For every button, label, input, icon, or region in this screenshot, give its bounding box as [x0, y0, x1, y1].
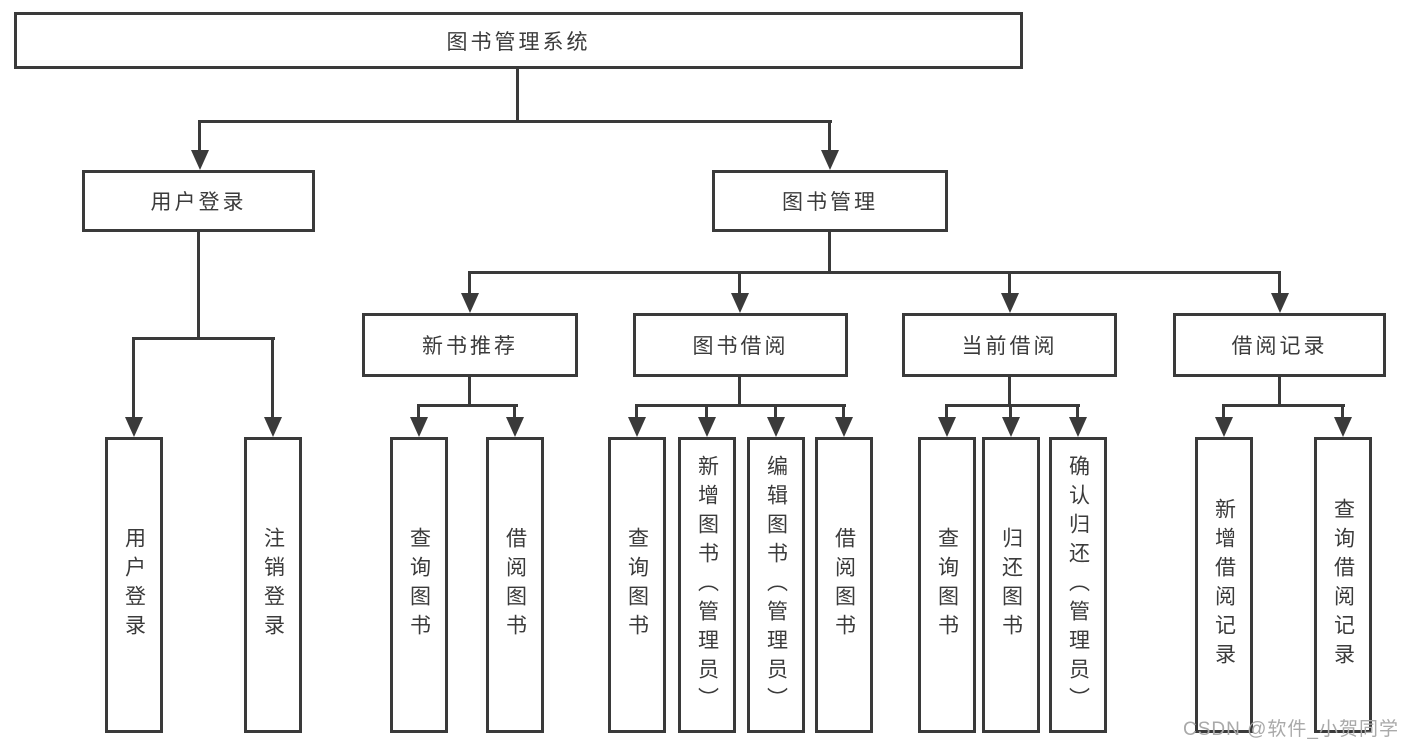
- leaf-label: 新增借阅记录: [1212, 498, 1236, 672]
- node-leaf-add-books-admin: 新增图书（管理员）: [678, 437, 736, 733]
- connector-root-stem: [516, 69, 519, 122]
- node-leaf-query-books: 查询图书: [390, 437, 448, 733]
- arrow-down-icon: [264, 337, 282, 437]
- arrow-down-icon: [938, 404, 956, 437]
- connector-group-rail: [1222, 404, 1345, 407]
- leaf-label: 归还图书: [999, 527, 1023, 643]
- arrow-down-icon: [1001, 271, 1019, 313]
- node-leaf-return-books: 归还图书: [982, 437, 1040, 733]
- connector-level3-rail: [468, 271, 1281, 274]
- connector-level2-rail: [198, 120, 832, 123]
- arrow-down-icon: [1215, 404, 1233, 437]
- arrow-down-icon: [1334, 404, 1352, 437]
- arrow-down-icon: [191, 120, 209, 170]
- node-leaf-logout: 注销登录: [244, 437, 302, 733]
- connector-book-mgmt-stem: [828, 232, 831, 274]
- connector-group-stem: [468, 377, 471, 407]
- arrow-down-icon: [767, 404, 785, 437]
- node-current-borrow: 当前借阅: [902, 313, 1117, 377]
- arrow-down-icon: [410, 404, 428, 437]
- node-leaf-borrow-books-2: 借阅图书: [815, 437, 873, 733]
- arrow-down-icon: [731, 271, 749, 313]
- csdn-watermark: CSDN @软件_小贺同学: [1183, 719, 1399, 740]
- arrow-down-icon: [698, 404, 716, 437]
- node-leaf-user-login: 用户登录: [105, 437, 163, 733]
- arrow-down-icon: [628, 404, 646, 437]
- connector-user-login-stem: [197, 232, 200, 340]
- node-leaf-query-borrow-record: 查询借阅记录: [1314, 437, 1372, 733]
- connector-group-rail: [417, 404, 518, 407]
- leaf-label: 编辑图书（管理员）: [764, 454, 788, 716]
- arrow-down-icon: [821, 120, 839, 170]
- arrow-down-icon: [461, 271, 479, 313]
- leaf-label: 借阅图书: [832, 527, 856, 643]
- connector-group-stem: [1278, 377, 1281, 407]
- leaf-label: 借阅图书: [503, 527, 527, 643]
- node-leaf-confirm-return-admin: 确认归还（管理员）: [1049, 437, 1107, 733]
- node-new-book-recommend: 新书推荐: [362, 313, 578, 377]
- node-root-library-system: 图书管理系统: [14, 12, 1023, 69]
- arrow-down-icon: [125, 337, 143, 437]
- node-leaf-query-books-2: 查询图书: [608, 437, 666, 733]
- connector-group-stem: [1008, 377, 1011, 407]
- connector-group-rail: [945, 404, 1080, 407]
- leaf-label: 注销登录: [261, 527, 285, 643]
- node-leaf-borrow-books: 借阅图书: [486, 437, 544, 733]
- leaf-label: 用户登录: [122, 527, 146, 643]
- leaf-label: 查询图书: [935, 527, 959, 643]
- node-leaf-add-borrow-record: 新增借阅记录: [1195, 437, 1253, 733]
- arrow-down-icon: [1069, 404, 1087, 437]
- connector-group-rail: [635, 404, 846, 407]
- node-leaf-query-books-3: 查询图书: [918, 437, 976, 733]
- leaf-label: 确认归还（管理员）: [1066, 454, 1090, 716]
- arrow-down-icon: [835, 404, 853, 437]
- node-borrow-records: 借阅记录: [1173, 313, 1386, 377]
- node-book-borrow: 图书借阅: [633, 313, 848, 377]
- node-book-management-branch: 图书管理: [712, 170, 948, 232]
- node-leaf-edit-books-admin: 编辑图书（管理员）: [747, 437, 805, 733]
- leaf-label: 新增图书（管理员）: [695, 454, 719, 716]
- connector-user-login-rail: [132, 337, 275, 340]
- arrow-down-icon: [506, 404, 524, 437]
- arrow-down-icon: [1002, 404, 1020, 437]
- node-user-login-branch: 用户登录: [82, 170, 315, 232]
- leaf-label: 查询借阅记录: [1331, 498, 1355, 672]
- leaf-label: 查询图书: [625, 527, 649, 643]
- arrow-down-icon: [1271, 271, 1289, 313]
- connector-group-stem: [738, 377, 741, 407]
- leaf-label: 查询图书: [407, 527, 431, 643]
